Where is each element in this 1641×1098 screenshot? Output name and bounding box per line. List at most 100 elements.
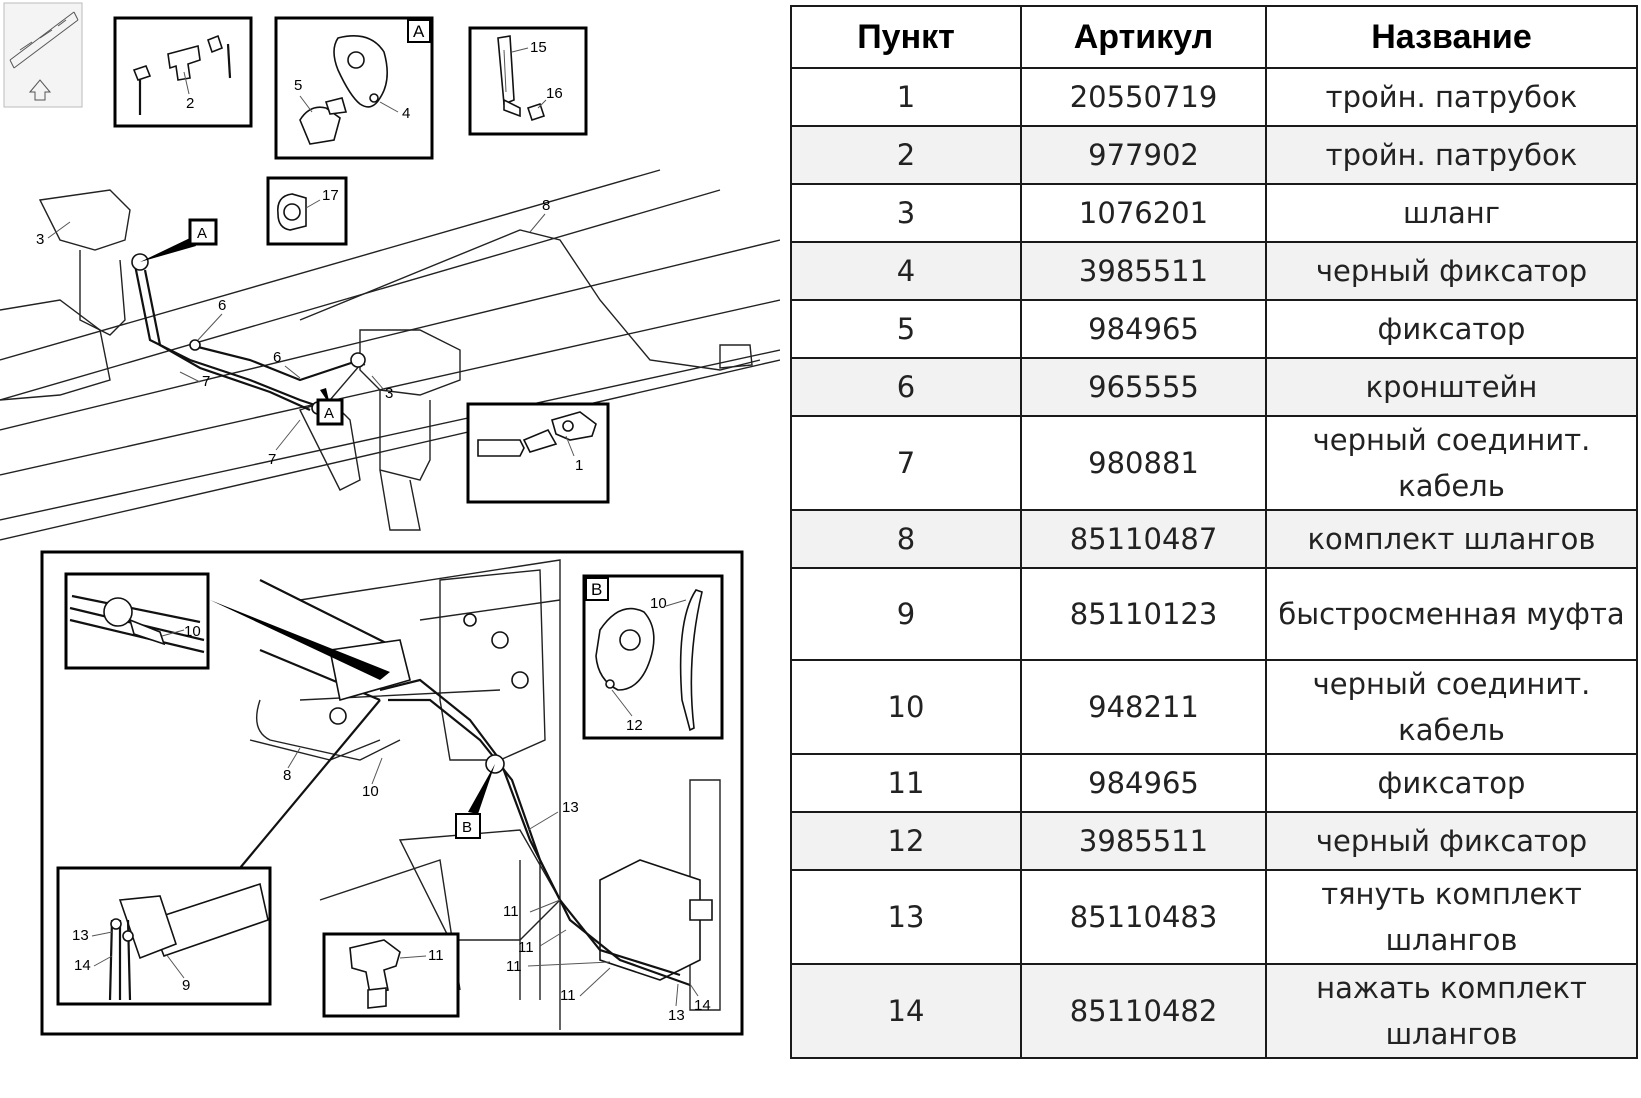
table-row: 10 948211 черный соединит. кабель xyxy=(790,659,1638,755)
pointer-a-middle: A xyxy=(316,388,344,426)
cell-item: 10 xyxy=(790,659,1022,755)
header-article: Артикул xyxy=(1020,5,1267,69)
cell-item: 4 xyxy=(790,241,1022,301)
callout-14-inset: 14 xyxy=(74,957,91,974)
cell-name: тройн. патрубок xyxy=(1265,125,1638,185)
callout-10-lower: 10 xyxy=(362,783,379,800)
cell-item: 7 xyxy=(790,415,1022,511)
table-row: 8 85110487 комплект шлангов xyxy=(790,509,1638,569)
callout-11-c: 11 xyxy=(506,958,522,975)
cell-item: 1 xyxy=(790,67,1022,127)
cell-article: 85110482 xyxy=(1020,963,1267,1059)
callout-9: 9 xyxy=(182,977,190,994)
inset-box-items-15-16: 15 16 xyxy=(468,26,588,136)
cell-article: 85110123 xyxy=(1020,567,1267,661)
inset-box-item-9: 13 14 9 xyxy=(56,866,272,1006)
box-a-letter: A xyxy=(413,22,425,41)
inset-box-item-2: 2 xyxy=(113,16,253,128)
inset-box-item-1: 1 xyxy=(466,402,610,504)
callout-13-mid: 13 xyxy=(562,799,579,816)
table-row: 5 984965 фиксатор xyxy=(790,299,1638,359)
cell-item: 11 xyxy=(790,753,1022,813)
cell-item: 9 xyxy=(790,567,1022,661)
cell-name: тройн. патрубок xyxy=(1265,67,1638,127)
table-header-row: Пункт Артикул Название xyxy=(790,5,1638,69)
cell-name: черный фиксатор xyxy=(1265,241,1638,301)
callout-12: 12 xyxy=(626,717,643,734)
table-row: 13 85110483 тянуть комплект шлангов xyxy=(790,869,1638,965)
cell-name: нажать комплект шлангов xyxy=(1265,963,1638,1059)
parts-table: Пункт Артикул Название 1 20550719 тройн.… xyxy=(790,5,1638,1059)
pointer-a-middle-letter: A xyxy=(324,405,334,422)
cell-name: фиксатор xyxy=(1265,753,1638,813)
callout-11-b: 11 xyxy=(518,939,534,956)
cell-article: 1076201 xyxy=(1020,183,1267,243)
cell-article: 984965 xyxy=(1020,753,1267,813)
header-item: Пункт xyxy=(790,5,1022,69)
callout-4: 4 xyxy=(402,105,410,122)
callout-17: 17 xyxy=(322,187,339,204)
table-row: 3 1076201 шланг xyxy=(790,183,1638,243)
table-row: 1 20550719 тройн. патрубок xyxy=(790,67,1638,127)
cell-item: 5 xyxy=(790,299,1022,359)
callout-15: 15 xyxy=(530,39,547,56)
callout-10-b: 10 xyxy=(650,595,667,612)
callout-2: 2 xyxy=(186,95,194,112)
cell-name: черный соединит. кабель xyxy=(1265,415,1638,511)
callout-16: 16 xyxy=(546,85,563,102)
inset-box-a: A 5 4 xyxy=(274,16,434,160)
callout-13-inset: 13 xyxy=(72,927,89,944)
callout-8-top: 8 xyxy=(542,197,550,214)
upper-callouts: 3 6 6 7 7 8 3 xyxy=(36,197,550,468)
cell-name: комплект шлангов xyxy=(1265,509,1638,569)
cell-name: шланг xyxy=(1265,183,1638,243)
callout-5: 5 xyxy=(294,77,302,94)
table-row: 7 980881 черный соединит. кабель xyxy=(790,415,1638,511)
cell-article: 948211 xyxy=(1020,659,1267,755)
orientation-icon xyxy=(3,2,83,108)
cell-name: тянуть комплект шлангов xyxy=(1265,869,1638,965)
pointer-a-upper: A xyxy=(140,218,218,262)
table-row: 6 965555 кронштейн xyxy=(790,357,1638,417)
cell-item: 12 xyxy=(790,811,1022,871)
pointer-b-letter: B xyxy=(462,819,472,836)
cell-article: 3985511 xyxy=(1020,241,1267,301)
cell-item: 13 xyxy=(790,869,1022,965)
cell-item: 2 xyxy=(790,125,1022,185)
table-row: 12 3985511 черный фиксатор xyxy=(790,811,1638,871)
cell-article: 85110487 xyxy=(1020,509,1267,569)
callout-11-a: 11 xyxy=(503,903,519,920)
cell-article: 984965 xyxy=(1020,299,1267,359)
cell-item: 6 xyxy=(790,357,1022,417)
cell-item: 14 xyxy=(790,963,1022,1059)
callout-7-bottom: 7 xyxy=(268,451,276,468)
cell-article: 965555 xyxy=(1020,357,1267,417)
cell-name: быстросменная муфта xyxy=(1265,567,1638,661)
callout-3-left: 3 xyxy=(36,231,44,248)
callout-14-bottom: 14 xyxy=(694,997,711,1014)
parts-diagram: A A 3 6 6 7 7 8 3 2 A xyxy=(0,2,780,1036)
inset-box-item-10: 10 xyxy=(64,572,210,670)
upper-chassis-drawing xyxy=(0,169,780,541)
header-name: Название xyxy=(1265,5,1638,69)
callout-11-d: 11 xyxy=(560,987,576,1004)
inset-box-item-11: 11 xyxy=(322,932,460,1018)
callout-11-inset: 11 xyxy=(428,947,444,964)
callout-1: 1 xyxy=(575,457,583,474)
cell-article: 3985511 xyxy=(1020,811,1267,871)
cell-name: черный фиксатор xyxy=(1265,811,1638,871)
callout-6-top: 6 xyxy=(218,297,226,314)
cell-name: кронштейн xyxy=(1265,357,1638,417)
cell-article: 85110483 xyxy=(1020,869,1267,965)
cell-article: 20550719 xyxy=(1020,67,1267,127)
callout-6-mid: 6 xyxy=(273,349,281,366)
cell-item: 8 xyxy=(790,509,1022,569)
cell-item: 3 xyxy=(790,183,1022,243)
pointer-a-upper-letter: A xyxy=(197,225,207,242)
table-row: 2 977902 тройн. патрубок xyxy=(790,125,1638,185)
box-b-letter: B xyxy=(591,580,602,599)
table-row: 11 984965 фиксатор xyxy=(790,753,1638,813)
callout-13-bottom: 13 xyxy=(668,1007,685,1024)
cell-name: фиксатор xyxy=(1265,299,1638,359)
inset-box-item-17: 17 xyxy=(266,176,348,246)
